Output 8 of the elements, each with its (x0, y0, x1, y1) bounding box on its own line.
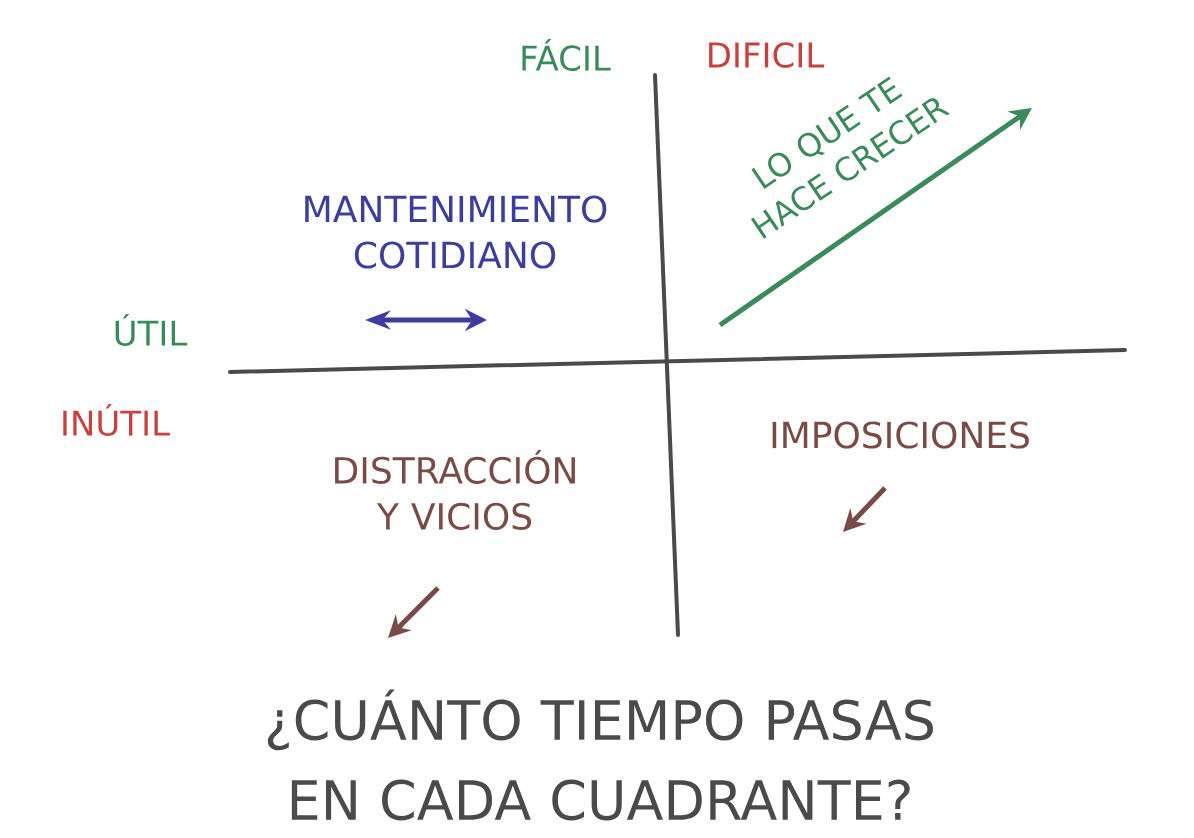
axis-label: DIFICIL (709, 42, 825, 68)
quadrant-label: IMPOSICIONES (772, 421, 1029, 449)
axis-label: FÁCIL (522, 39, 611, 71)
axis-label: INÚTIL (63, 404, 170, 436)
axis-label: ÚTIL (115, 314, 188, 346)
caption: ¿CUÁNTO TIEMPO PASAS EN CADA CUADRANTE? (267, 689, 933, 821)
quadrant-label: MANTENIMIENTO COTIDIANO (305, 195, 607, 269)
quadrant-label: DISTRACCIÓN Y VICIOS (335, 450, 575, 530)
